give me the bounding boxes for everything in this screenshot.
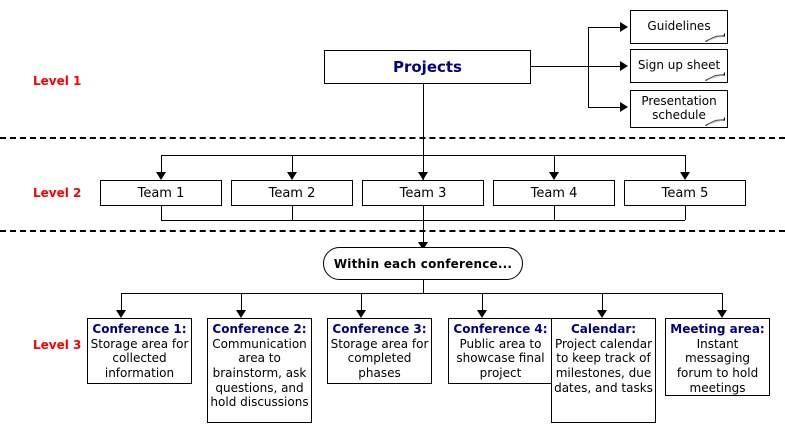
connector-to-guidelines: [588, 27, 622, 28]
connector-riser-team-2: [292, 206, 293, 220]
meeting-area-box[interactable]: Meeting area: Instant messaging forum to…: [665, 318, 770, 396]
connector-teams-bus: [161, 155, 685, 156]
connector-to-signup: [588, 66, 622, 67]
page-curl-icon: [705, 72, 725, 81]
team-label-4: Team 4: [530, 185, 578, 201]
arrowhead-conference-1: [116, 310, 126, 318]
calendar-box[interactable]: Calendar: Project calendar to keep track…: [551, 318, 656, 423]
connector-riser-team-1: [161, 206, 162, 220]
document-box-sign-up-sheet[interactable]: Sign up sheet: [630, 49, 728, 83]
team-label-5: Team 5: [661, 185, 709, 201]
document-box-presentation-schedule[interactable]: Presentation schedule: [630, 90, 728, 128]
divider-level1-level2: [0, 137, 785, 139]
arrowhead-conference-2: [236, 310, 246, 318]
team-label-3: Team 3: [399, 185, 447, 201]
conference-body-4: Public area to showcase final project: [456, 336, 545, 380]
conference-box-1[interactable]: Conference 1: Storage area for collected…: [87, 318, 192, 384]
connector-projects-to-docs: [531, 66, 588, 67]
within-each-conference-hub[interactable]: Within each conference...: [323, 247, 523, 280]
team-label-2: Team 2: [268, 185, 316, 201]
divider-level2-level3: [0, 230, 785, 232]
arrowhead-signup: [620, 61, 628, 71]
connector-drop-team-1: [161, 155, 162, 172]
connector-drop-conference-4: [482, 293, 483, 313]
connector-to-hub: [423, 220, 424, 247]
document-label-presentation-schedule: Presentation schedule: [641, 94, 717, 122]
document-box-guidelines[interactable]: Guidelines: [630, 10, 728, 44]
connector-drop-conference-1: [121, 293, 122, 313]
calendar-body: Project calendar to keep track of milest…: [554, 336, 653, 395]
level-3-label: Level 3: [33, 338, 82, 352]
arrowhead-meeting-area: [717, 310, 727, 318]
conference-body-2: Communication area to brainstorm, ask qu…: [210, 336, 309, 410]
connector-riser-team-4: [554, 206, 555, 220]
connector-drop-team-4: [554, 155, 555, 172]
document-label-guidelines: Guidelines: [647, 19, 711, 34]
connector-drop-conference-3: [361, 293, 362, 313]
conference-title-1: Conference 1:: [92, 322, 187, 336]
team-box-1[interactable]: Team 1: [100, 180, 222, 206]
projects-box[interactable]: Projects: [324, 50, 531, 84]
team-box-3[interactable]: Team 3: [362, 180, 484, 206]
team-label-1: Team 1: [137, 185, 185, 201]
arrowhead-team-4: [549, 172, 559, 180]
projects-label: Projects: [392, 58, 462, 76]
conference-body-3: Storage area for completed phases: [330, 336, 429, 380]
level-1-label: Level 1: [33, 74, 82, 88]
connector-drop-calendar: [602, 293, 603, 313]
conference-title-3: Conference 3:: [332, 322, 427, 336]
document-label-sign-up-sheet: Sign up sheet: [637, 58, 721, 73]
connector-docs-bus: [588, 27, 589, 108]
connector-projects-trunk: [423, 84, 424, 180]
team-box-4[interactable]: Team 4: [493, 180, 615, 206]
conference-box-2[interactable]: Conference 2: Communication area to brai…: [207, 318, 312, 423]
calendar-title: Calendar:: [570, 322, 637, 336]
page-curl-icon: [705, 33, 725, 42]
arrowhead-calendar: [597, 310, 607, 318]
arrowhead-conference-4: [477, 310, 487, 318]
meeting-area-body: Instant messaging forum to hold meetings: [676, 336, 759, 395]
arrowhead-team-1: [156, 172, 166, 180]
connector-to-presentation: [588, 107, 622, 108]
conference-title-4: Conference 4:: [453, 322, 548, 336]
conference-body-1: Storage area for collected information: [90, 336, 189, 380]
meeting-area-title: Meeting area:: [670, 322, 765, 336]
arrowhead-team-3: [418, 172, 428, 180]
team-box-2[interactable]: Team 2: [231, 180, 353, 206]
conference-box-4[interactable]: Conference 4: Public area to showcase fi…: [448, 318, 553, 384]
conference-title-2: Conference 2:: [212, 322, 307, 336]
level-2-label: Level 2: [33, 186, 82, 200]
connector-conferences-bus: [121, 293, 723, 294]
arrowhead-guidelines: [620, 22, 628, 32]
connector-riser-team-5: [685, 206, 686, 220]
connector-hub-trunk: [423, 280, 424, 293]
team-box-5[interactable]: Team 5: [624, 180, 746, 206]
arrowhead-conference-3: [356, 310, 366, 318]
hub-label: Within each conference...: [333, 256, 513, 271]
connector-drop-team-2: [292, 155, 293, 172]
arrowhead-presentation: [620, 102, 628, 112]
connector-drop-meeting-area: [722, 293, 723, 313]
arrowhead-team-5: [680, 172, 690, 180]
connector-riser-team-3: [423, 206, 424, 220]
connector-drop-conference-2: [241, 293, 242, 313]
arrowhead-hub: [418, 242, 428, 250]
conference-box-3[interactable]: Conference 3: Storage area for completed…: [327, 318, 432, 384]
connector-drop-team-5: [685, 155, 686, 172]
arrowhead-team-2: [287, 172, 297, 180]
